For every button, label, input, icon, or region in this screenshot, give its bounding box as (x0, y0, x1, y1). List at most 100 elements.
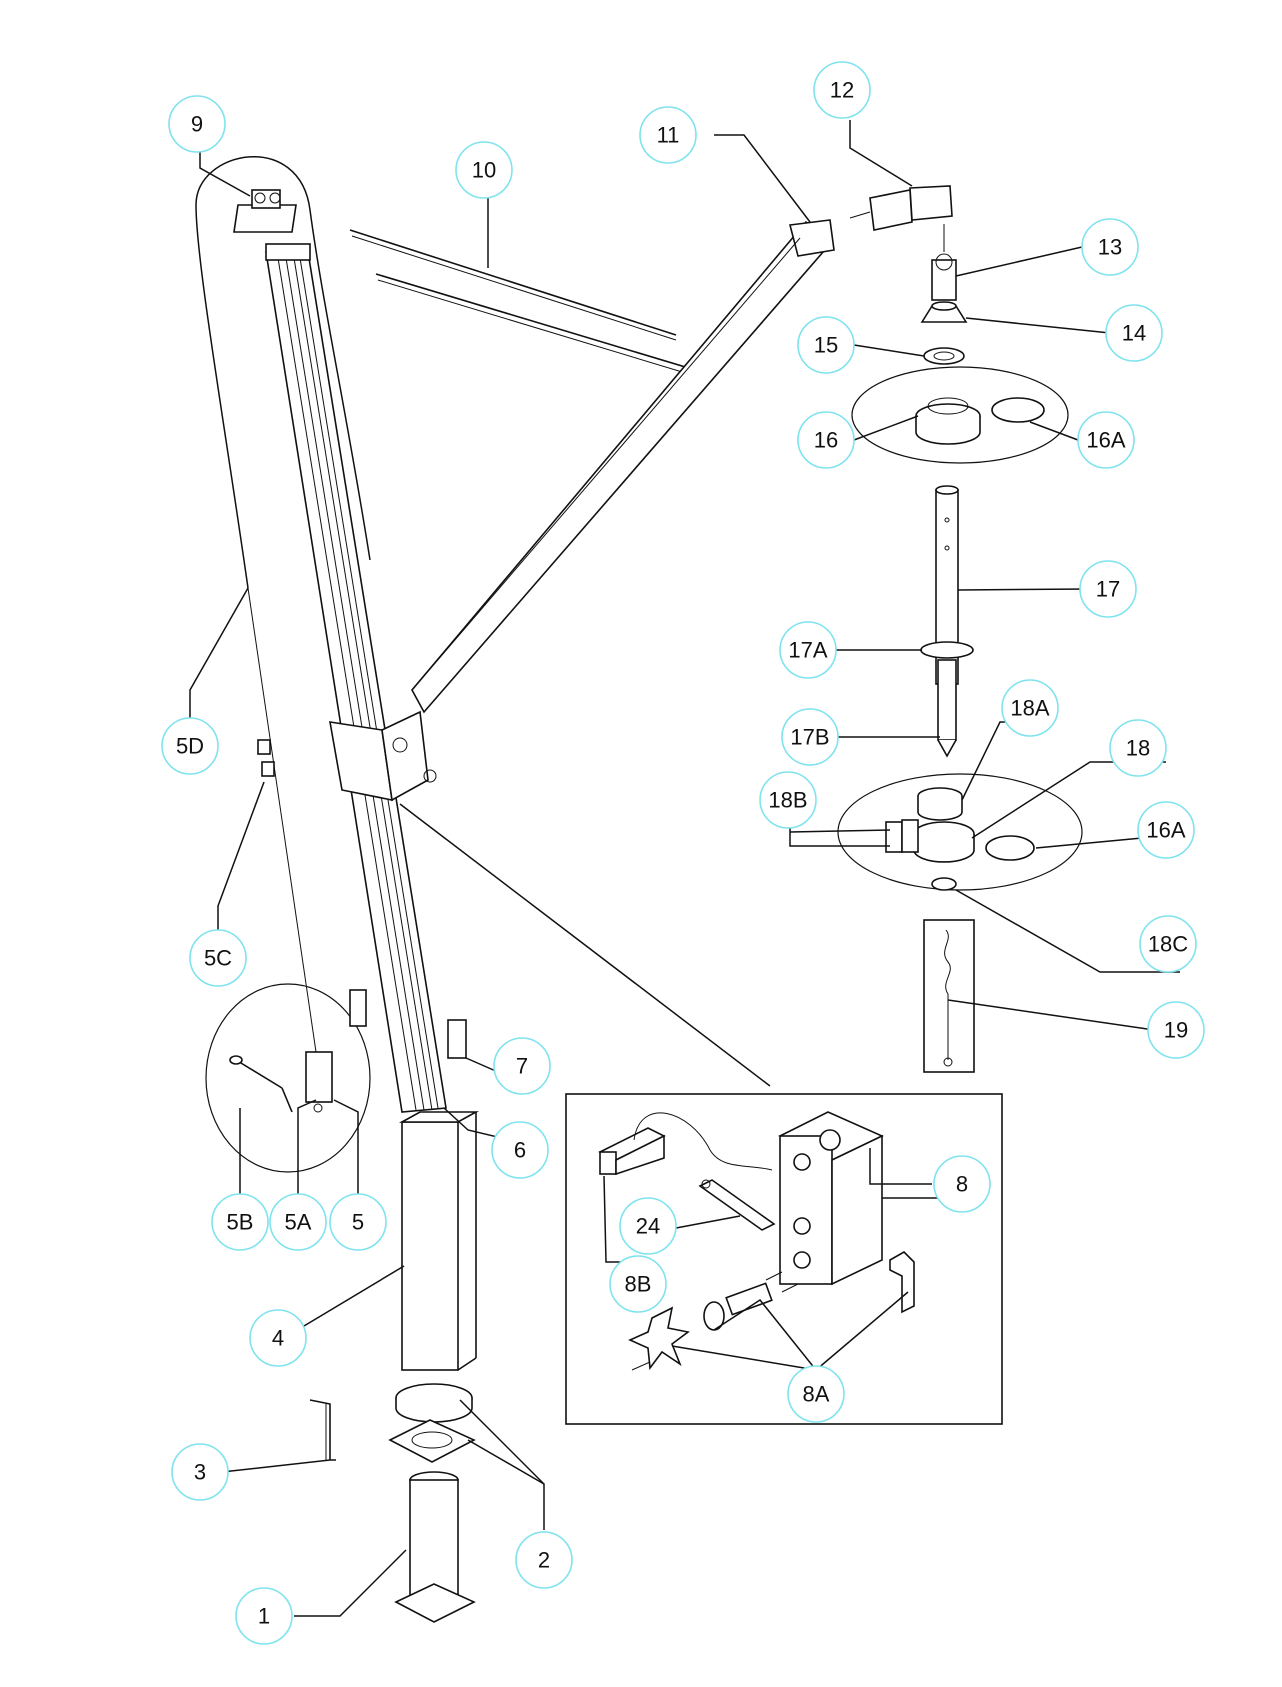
callout-5a: 5A (269, 1193, 327, 1251)
svg-text:7: 7 (516, 1054, 528, 1079)
rod-lower (375, 273, 703, 373)
svg-text:8B: 8B (625, 1272, 652, 1297)
svg-text:13: 13 (1098, 235, 1122, 260)
leader-lines (189, 120, 1180, 1617)
svg-text:16A: 16A (1146, 818, 1185, 843)
callout-7: 7 (493, 1037, 551, 1095)
callout-18: 18 (1109, 719, 1167, 777)
control-box-8b (598, 1127, 666, 1176)
cap-18c (931, 877, 957, 891)
svg-text:16A: 16A (1086, 428, 1125, 453)
assembly-group-18 (837, 773, 1083, 891)
rod-lower-inner (377, 279, 703, 379)
svg-text:14: 14 (1122, 321, 1146, 346)
callout-4: 4 (249, 1309, 307, 1367)
cable-5c (247, 587, 317, 1053)
cable-stop-top (257, 739, 271, 755)
carriage-block (329, 710, 437, 802)
callout-5: 5 (329, 1193, 387, 1251)
callout-16: 16 (797, 411, 855, 469)
winch-group-5 (205, 983, 371, 1173)
boom-arm (411, 219, 835, 714)
mast-cover-outline (195, 156, 371, 589)
callout-24: 24 (619, 1197, 677, 1255)
callout-17: 17 (1079, 560, 1137, 618)
callout-5b: 5B (211, 1193, 269, 1251)
callout-8b: 8B (609, 1255, 667, 1313)
svg-text:3: 3 (194, 1460, 206, 1485)
svg-text:18C: 18C (1148, 932, 1188, 957)
svg-text:18B: 18B (768, 788, 807, 813)
rod-upper (349, 229, 677, 336)
svg-text:15: 15 (814, 333, 838, 358)
callout-6: 6 (491, 1121, 549, 1179)
callout-16a-bottom: 16A (1137, 801, 1195, 859)
callout-16a-top: 16A (1077, 411, 1135, 469)
svg-text:11: 11 (657, 123, 680, 148)
drive-parts-8a (628, 1271, 799, 1371)
callout-19: 19 (1147, 1001, 1205, 1059)
detail-box-8 (565, 1093, 1003, 1425)
svg-text:5B: 5B (227, 1210, 254, 1235)
svg-text:18A: 18A (1010, 696, 1049, 721)
callout-8: 8 (933, 1155, 991, 1213)
svg-text:4: 4 (272, 1326, 284, 1351)
cable-19-frame (923, 919, 975, 1073)
hook-bracket (889, 1251, 915, 1314)
callout-11: 11 (639, 106, 697, 164)
label-plate-right (447, 1019, 467, 1059)
gear-16 (915, 397, 981, 445)
collar-18a (917, 787, 963, 821)
callout-18a: 18A (1001, 679, 1059, 737)
callout-12: 12 (813, 61, 871, 119)
flat-washer (923, 347, 965, 365)
svg-text:12: 12 (830, 78, 854, 103)
assembly-group-16 (851, 366, 1069, 464)
svg-text:16: 16 (814, 428, 838, 453)
snap-ring-bottom (985, 835, 1035, 861)
svg-text:17B: 17B (790, 725, 829, 750)
svg-text:5A: 5A (285, 1210, 312, 1235)
svg-text:8A: 8A (803, 1382, 830, 1407)
svg-text:18: 18 (1126, 736, 1150, 761)
svg-text:6: 6 (514, 1138, 526, 1163)
top-bracket (233, 189, 297, 233)
svg-text:2: 2 (538, 1548, 550, 1573)
svg-text:24: 24 (636, 1214, 660, 1239)
snap-ring-top (991, 397, 1045, 423)
svg-text:5C: 5C (204, 946, 232, 971)
pin (309, 1399, 331, 1460)
callout-13: 13 (1081, 218, 1139, 276)
callout-17b: 17B (781, 708, 839, 766)
ground-sleeve (394, 1471, 476, 1623)
brackets-18b (885, 819, 919, 853)
connector (931, 224, 957, 301)
callout-18c: 18C (1139, 915, 1197, 973)
callout-2: 2 (515, 1531, 573, 1589)
svg-text:10: 10 (472, 158, 496, 183)
callout-1: 1 (235, 1587, 293, 1645)
callout-3: 3 (171, 1443, 229, 1501)
callout-8a: 8A (787, 1365, 845, 1423)
lever-24 (698, 1179, 776, 1231)
callout-14: 14 (1105, 304, 1163, 362)
svg-text:17: 17 (1096, 577, 1120, 602)
square-post (398, 1111, 480, 1371)
svg-text:5: 5 (352, 1210, 364, 1235)
callout-5d: 5D (161, 717, 219, 775)
callout-18b: 18B (759, 771, 817, 829)
svg-text:9: 9 (191, 112, 203, 137)
shaft (920, 485, 974, 758)
callout-17a: 17A (779, 621, 837, 679)
callout-9: 9 (168, 95, 226, 153)
svg-text:8: 8 (956, 1172, 968, 1197)
main-mast (265, 243, 447, 1113)
label-plate-left (349, 989, 367, 1027)
callout-15: 15 (797, 316, 855, 374)
cable-stop-bottom (261, 761, 275, 777)
callout-10: 10 (455, 141, 513, 199)
svg-text:1: 1 (258, 1604, 270, 1629)
rod-upper-inner (351, 235, 677, 341)
flange-plate (388, 1383, 476, 1463)
